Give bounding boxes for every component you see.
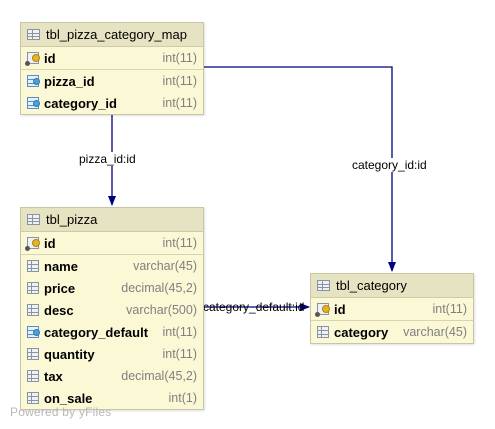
primary-key-icon bbox=[315, 303, 330, 317]
edge-label-category-default: category_default:id bbox=[203, 300, 305, 314]
table-icon bbox=[317, 280, 330, 291]
column-type: int(11) bbox=[162, 325, 197, 339]
column-icon bbox=[27, 370, 39, 382]
column-icon bbox=[317, 326, 329, 338]
column-name: id bbox=[334, 301, 346, 317]
column-icon bbox=[27, 348, 39, 360]
divider bbox=[311, 320, 473, 321]
column-type: int(11) bbox=[432, 302, 467, 316]
column-row-category-id[interactable]: category_id int(11) bbox=[21, 92, 203, 114]
column-row-id[interactable]: id int(11) bbox=[21, 232, 203, 254]
column-name: price bbox=[44, 280, 76, 296]
divider bbox=[21, 69, 203, 70]
table-title: tbl_pizza bbox=[46, 212, 98, 227]
column-row-desc[interactable]: desc varchar(500) bbox=[21, 299, 203, 321]
edge-label-pizza-id: pizza_id:id bbox=[79, 152, 136, 166]
column-icon bbox=[27, 304, 39, 316]
column-name: tax bbox=[44, 368, 63, 384]
column-row-price[interactable]: price decimal(45,2) bbox=[21, 277, 203, 299]
column-name: id bbox=[44, 235, 56, 251]
column-icon bbox=[27, 282, 39, 294]
table-title: tbl_pizza_category_map bbox=[46, 27, 187, 42]
foreign-key-icon bbox=[27, 97, 40, 109]
column-row-quantity[interactable]: quantity int(11) bbox=[21, 343, 203, 365]
primary-key-icon bbox=[25, 52, 40, 66]
column-row-category-default[interactable]: category_default int(11) bbox=[21, 321, 203, 343]
column-row-category[interactable]: category varchar(45) bbox=[311, 321, 473, 343]
column-icon bbox=[27, 392, 39, 404]
table-pizza[interactable]: tbl_pizza id int(11) name varchar(45) pr… bbox=[20, 207, 204, 410]
column-name: quantity bbox=[44, 346, 95, 362]
column-row-tax[interactable]: tax decimal(45,2) bbox=[21, 365, 203, 387]
divider bbox=[21, 254, 203, 255]
column-row-name[interactable]: name varchar(45) bbox=[21, 255, 203, 277]
column-type: int(11) bbox=[162, 96, 197, 110]
table-icon bbox=[27, 29, 40, 40]
column-name: pizza_id bbox=[44, 73, 95, 89]
column-type: varchar(45) bbox=[403, 325, 467, 339]
column-name: category bbox=[334, 324, 389, 340]
column-name: name bbox=[44, 258, 78, 274]
column-row-id[interactable]: id int(11) bbox=[311, 298, 473, 320]
column-name: category_default bbox=[44, 324, 149, 340]
column-type: int(11) bbox=[162, 347, 197, 361]
column-name: id bbox=[44, 50, 56, 66]
column-type: varchar(45) bbox=[133, 259, 197, 273]
column-type: int(11) bbox=[162, 74, 197, 88]
column-name: on_sale bbox=[44, 390, 93, 406]
table-pizza-category-map[interactable]: tbl_pizza_category_map id int(11) pizza_… bbox=[20, 22, 204, 115]
column-icon bbox=[27, 260, 39, 272]
column-type: int(11) bbox=[162, 51, 197, 65]
column-name: desc bbox=[44, 302, 74, 318]
table-category[interactable]: tbl_category id int(11) category varchar… bbox=[310, 273, 474, 344]
foreign-key-icon bbox=[27, 75, 40, 87]
column-type: decimal(45,2) bbox=[121, 369, 197, 383]
column-row-pizza-id[interactable]: pizza_id int(11) bbox=[21, 70, 203, 92]
table-icon bbox=[27, 214, 40, 225]
edge-label-category-id: category_id:id bbox=[352, 158, 427, 172]
column-row-on-sale[interactable]: on_sale int(1) bbox=[21, 387, 203, 409]
table-header[interactable]: tbl_category bbox=[311, 274, 473, 298]
column-type: decimal(45,2) bbox=[121, 281, 197, 295]
column-row-id[interactable]: id int(11) bbox=[21, 47, 203, 69]
table-header[interactable]: tbl_pizza bbox=[21, 208, 203, 232]
primary-key-icon bbox=[25, 237, 40, 251]
foreign-key-icon bbox=[27, 326, 40, 338]
column-type: int(1) bbox=[168, 391, 197, 405]
column-type: int(11) bbox=[162, 236, 197, 250]
table-title: tbl_category bbox=[336, 278, 407, 293]
watermark: Powered by yFiles bbox=[10, 405, 112, 419]
table-header[interactable]: tbl_pizza_category_map bbox=[21, 23, 203, 47]
column-name: category_id bbox=[44, 95, 117, 111]
column-type: varchar(500) bbox=[126, 303, 197, 317]
